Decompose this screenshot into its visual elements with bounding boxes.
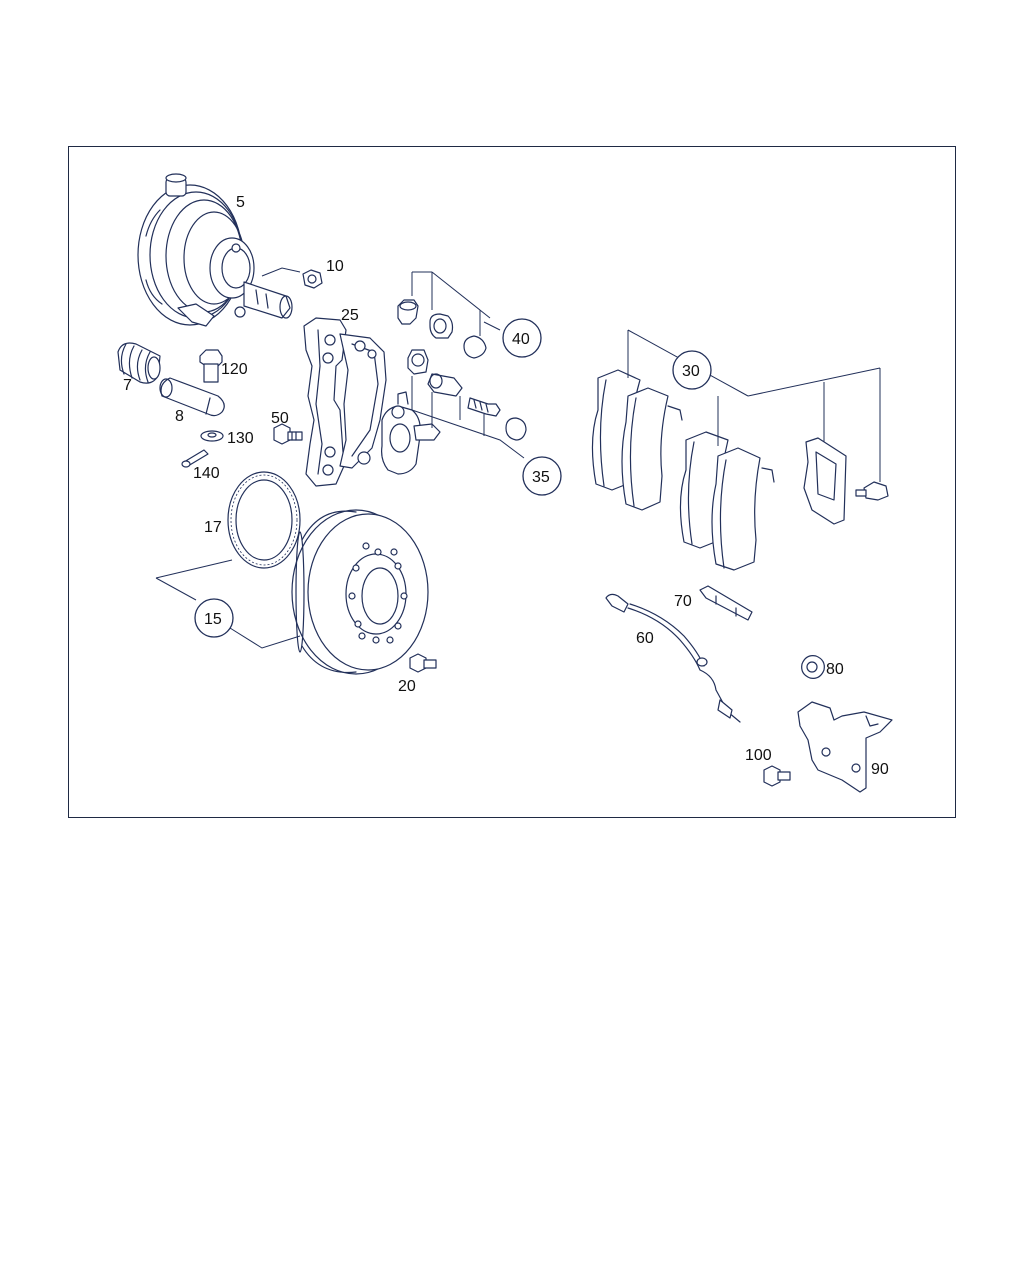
- label-17: 17: [204, 519, 222, 536]
- label-140: 140: [193, 465, 220, 482]
- part-100-bolt: [763, 765, 791, 787]
- label-10: 10: [326, 258, 344, 275]
- part-5-brake-chamber: [137, 173, 293, 327]
- label-25: 25: [341, 307, 359, 324]
- label-70: 70: [674, 593, 692, 610]
- part-140-cotter-pin: [181, 449, 209, 468]
- part-50-screw: [273, 423, 303, 445]
- label-100: 100: [745, 747, 772, 764]
- part-80-clamp: [801, 655, 825, 679]
- part-40-seal-kit: [397, 271, 501, 359]
- label-15: 15: [204, 611, 222, 628]
- label-90: 90: [871, 761, 889, 778]
- label-8: 8: [175, 408, 184, 425]
- part-30-brake-pads: [591, 329, 881, 571]
- part-20-bolt: [409, 653, 437, 673]
- part-35-guide-pin-kit: [407, 349, 527, 459]
- leader-15: [155, 559, 301, 649]
- label-50: 50: [271, 410, 289, 427]
- label-60: 60: [636, 630, 654, 647]
- part-8-pin: [159, 377, 225, 417]
- part-17-abs-ring: [227, 471, 301, 569]
- callout-circle-30: [672, 350, 712, 390]
- label-35: 35: [532, 469, 550, 486]
- label-80: 80: [826, 661, 844, 678]
- part-10-nut: [261, 267, 323, 289]
- part-15-brake-disc: [291, 509, 429, 675]
- label-130: 130: [227, 430, 254, 447]
- part-130-washer: [200, 430, 224, 442]
- part-7-boot: [117, 342, 161, 384]
- label-40: 40: [512, 331, 530, 348]
- label-5: 5: [236, 194, 245, 211]
- caliper-housing: [339, 333, 441, 475]
- part-90-mounting-bracket: [797, 701, 893, 793]
- callout-circle-15: [194, 598, 234, 638]
- part-120-bolt: [199, 349, 223, 383]
- diagram-frame: [68, 146, 956, 818]
- callout-circle-40: [502, 318, 542, 358]
- pad-retaining-bracket: [803, 437, 889, 525]
- label-20: 20: [398, 678, 416, 695]
- label-30: 30: [682, 363, 700, 380]
- part-60-wear-sensor: [605, 593, 741, 723]
- part-25-caliper-carrier: [303, 317, 347, 487]
- label-120: 120: [221, 361, 248, 378]
- label-7: 7: [123, 377, 132, 394]
- part-70-clip: [699, 585, 753, 621]
- callout-circle-35: [522, 456, 562, 496]
